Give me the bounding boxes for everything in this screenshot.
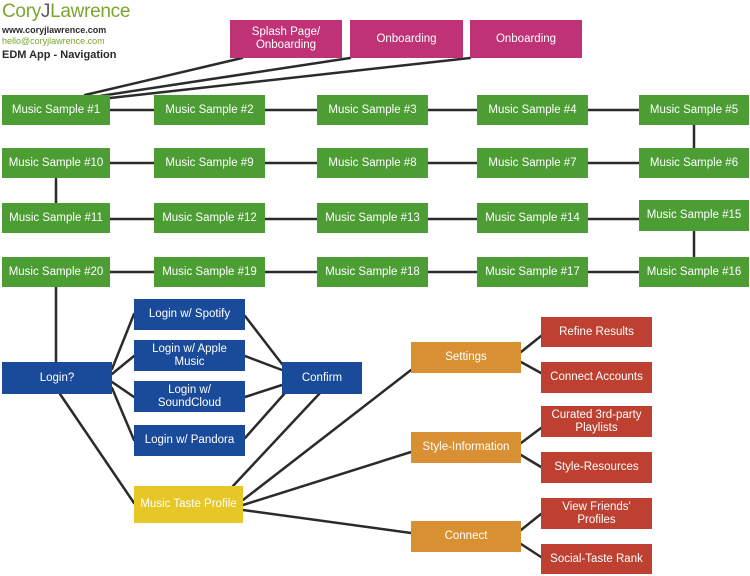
connector-line xyxy=(519,334,543,354)
node-music-taste-profile[interactable]: Music Taste Profile xyxy=(134,486,243,523)
node-music-sample-6[interactable]: Music Sample #6 xyxy=(639,148,749,178)
node-music-sample-1[interactable]: Music Sample #1 xyxy=(2,95,110,125)
email-address[interactable]: hello@coryjlawrence.com xyxy=(2,36,105,46)
node-music-sample-2[interactable]: Music Sample #2 xyxy=(154,95,265,125)
node-music-sample-8[interactable]: Music Sample #8 xyxy=(317,148,428,178)
node-curated-playlists[interactable]: Curated 3rd-party Playlists xyxy=(541,406,652,437)
node-music-sample-7[interactable]: Music Sample #7 xyxy=(477,148,588,178)
node-music-sample-20[interactable]: Music Sample #20 xyxy=(2,257,110,287)
connector-line xyxy=(241,508,413,535)
connector-line xyxy=(241,368,413,502)
node-music-sample-12[interactable]: Music Sample #12 xyxy=(154,203,265,233)
connector-line xyxy=(519,512,543,532)
connector-line xyxy=(110,380,136,399)
node-login-pandora[interactable]: Login w/ Pandora xyxy=(134,425,245,456)
node-music-sample-9[interactable]: Music Sample #9 xyxy=(154,148,265,178)
node-music-sample-11[interactable]: Music Sample #11 xyxy=(2,203,110,233)
connector-line xyxy=(110,312,136,371)
brand-header: CoryJLawrence www.coryjlawrence.com hell… xyxy=(2,1,130,62)
node-connect-accounts[interactable]: Connect Accounts xyxy=(541,362,652,393)
node-login-soundcloud[interactable]: Login w/ SoundCloud xyxy=(134,381,245,412)
node-style-information[interactable]: Style-Information xyxy=(411,432,521,463)
connector-line xyxy=(519,426,543,445)
node-social-taste-rank[interactable]: Social-Taste Rank xyxy=(541,544,652,574)
logo-initial: J xyxy=(40,1,51,22)
node-splash-onboarding[interactable]: Splash Page/ Onboarding xyxy=(230,20,342,58)
node-connect[interactable]: Connect xyxy=(411,521,521,552)
connector-line xyxy=(110,386,136,442)
connector-line xyxy=(110,354,136,376)
node-style-resources[interactable]: Style-Resources xyxy=(541,452,652,483)
connector-line xyxy=(519,360,543,375)
node-onboarding-2[interactable]: Onboarding xyxy=(470,20,582,58)
connector-line xyxy=(98,56,352,98)
node-music-sample-13[interactable]: Music Sample #13 xyxy=(317,203,428,233)
connector-line xyxy=(519,453,543,469)
logo: CoryJLawrence xyxy=(2,1,130,23)
node-view-friends-profiles[interactable]: View Friends' Profiles xyxy=(541,498,652,529)
connector-line xyxy=(243,383,284,399)
connector-line xyxy=(231,391,322,488)
node-music-sample-16[interactable]: Music Sample #16 xyxy=(639,257,749,287)
node-onboarding-1[interactable]: Onboarding xyxy=(350,20,463,58)
node-music-sample-15[interactable]: Music Sample #15 xyxy=(639,200,749,231)
node-music-sample-17[interactable]: Music Sample #17 xyxy=(477,257,588,287)
node-music-sample-4[interactable]: Music Sample #4 xyxy=(477,95,588,125)
logo-first: Cory xyxy=(2,1,41,22)
node-login-spotify[interactable]: Login w/ Spotify xyxy=(134,299,245,330)
node-music-sample-14[interactable]: Music Sample #14 xyxy=(477,203,588,233)
node-music-sample-10[interactable]: Music Sample #10 xyxy=(2,148,110,178)
connector-line xyxy=(243,354,284,372)
diagram-title: EDM App - Navigation xyxy=(2,49,117,61)
node-settings[interactable]: Settings xyxy=(411,342,521,373)
node-login-apple-music[interactable]: Login w/ Apple Music xyxy=(134,340,245,371)
connector-line xyxy=(243,391,287,440)
website-url[interactable]: www.coryjlawrence.com xyxy=(2,25,107,35)
node-refine-results[interactable]: Refine Results xyxy=(541,317,652,347)
connector-line xyxy=(108,56,472,100)
logo-last: Lawrence xyxy=(50,1,131,22)
node-music-sample-19[interactable]: Music Sample #19 xyxy=(154,257,265,287)
connector-line xyxy=(519,542,543,559)
connector-line xyxy=(241,450,413,507)
connector-line xyxy=(243,314,284,366)
node-login[interactable]: Login? xyxy=(2,362,112,394)
connector-line xyxy=(83,56,244,97)
node-music-sample-5[interactable]: Music Sample #5 xyxy=(639,95,749,125)
node-music-sample-3[interactable]: Music Sample #3 xyxy=(317,95,428,125)
connector-line xyxy=(58,392,136,505)
node-music-sample-18[interactable]: Music Sample #18 xyxy=(317,257,428,287)
node-confirm[interactable]: Confirm xyxy=(282,362,362,394)
